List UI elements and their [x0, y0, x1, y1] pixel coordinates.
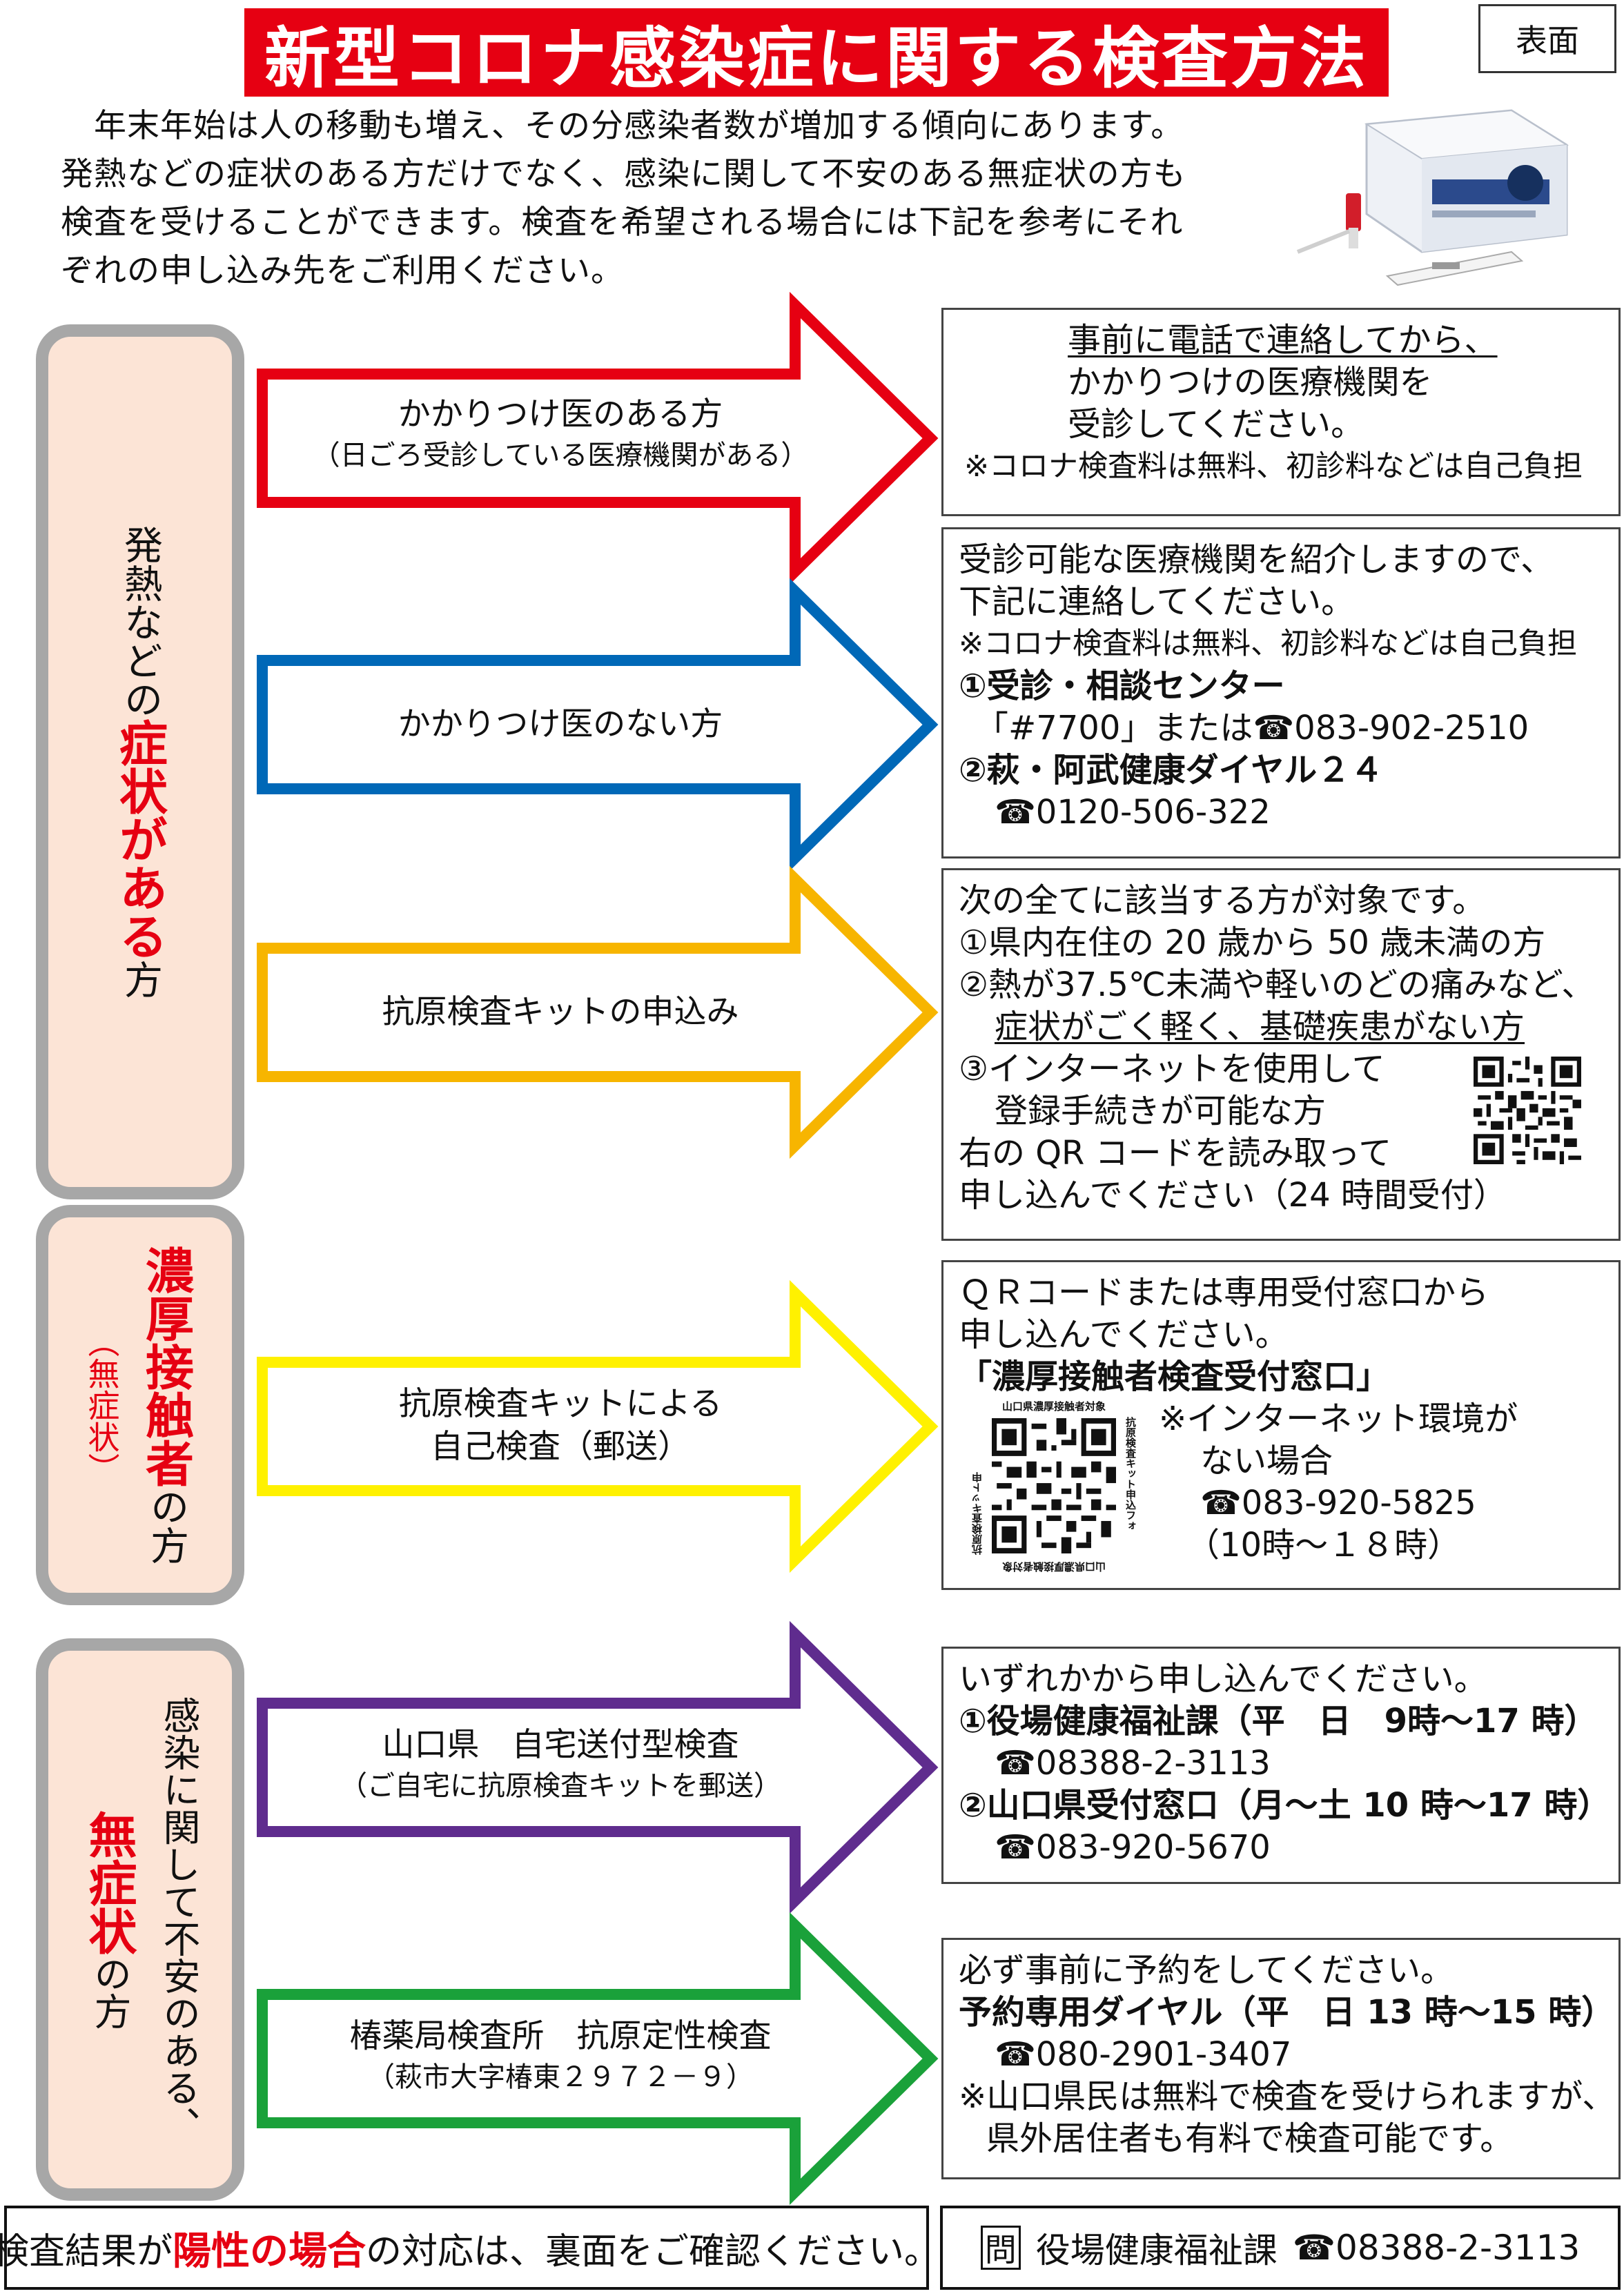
box-line: 県外居住者も有料で検査可能です。 [986, 2119, 1514, 2158]
notice-highlight: 陽性の場合 [173, 2228, 366, 2274]
arrow-shape [257, 1912, 939, 2206]
box-line: 症状がごく軽く、基礎疾患がない方 [995, 1008, 1525, 1046]
contact-phone: ☎083-920-5670 [995, 1828, 1271, 1867]
info-box-pharmacy: 必ず事前に予約をしてください。 予約専用ダイヤル（平 日 13 時～15 時） … [941, 1938, 1621, 2179]
notice-text: の対応は、裏面をご確認ください。 [366, 2230, 941, 2273]
intro-line: 年末年始は人の移動も増え、その分感染者数が増加する傾向にあります。 [94, 107, 1184, 145]
page-title-banner: 新型コロナ感染症に関する検査方法 [244, 8, 1389, 97]
box-line: ☎083-920-5825 [1200, 1484, 1476, 1522]
box-line: 事前に電話で連絡してから、 [1068, 321, 1498, 360]
page-title: 新型コロナ感染症に関する検査方法 [264, 19, 1369, 97]
category-highlight: 濃厚接触者 [137, 1246, 195, 1487]
arrow-label: 椿薬局検査所 抗原定性検査 [349, 2017, 772, 2055]
arrow-label: かかりつけ医のない方 [398, 705, 723, 743]
intro-line: ぞれの申し込み先をご利用ください。 [61, 252, 624, 290]
category-text: 発熱などの [117, 525, 163, 718]
contact-name: ②山口県受付窓口（月～土 10 時～17 時） [959, 1786, 1611, 1825]
contact-phone: ☎08388-2-3113 [995, 1744, 1271, 1783]
box-line: 下記に連絡してください。 [959, 582, 1355, 621]
category-highlight: 症状がある [111, 718, 168, 960]
box-line: ③インターネットを使用して [959, 1050, 1385, 1088]
category-text: の方 [88, 1954, 131, 2030]
qr-caption-right: 抗原検査キット申込フォ [1124, 1417, 1137, 1531]
arrow-sublabel: （萩市大字椿東２９７２－９） [367, 2061, 754, 2093]
category-asymptomatic-anxious: 感染に関して不安のある、 無症状の方 [36, 1638, 244, 2201]
box-line: ①県内在住の 20 歳から 50 歳未満の方 [959, 923, 1546, 962]
intro-line: 発熱などの症状のある方だけでなく、感染に関して不安のある無症状の方も [61, 155, 1186, 193]
side-label: 表面 [1478, 4, 1616, 73]
box-line: ＱＲコードまたは専用受付窓口から [959, 1273, 1489, 1312]
category-text: 方 [117, 960, 163, 999]
box-line: ない場合 [1200, 1442, 1333, 1480]
box-line: 登録手続きが可能な方 [995, 1092, 1327, 1130]
contact-name: ①役場健康福祉課（平 日 9時～17 時） [959, 1702, 1598, 1740]
box-line: 必ず事前に予約をしてください。 [959, 1951, 1454, 1990]
box-line: ②熱が37.5℃未満や軽いのどの痛みなど、 [959, 965, 1595, 1004]
arrow-shape [257, 578, 939, 872]
category-symptomatic: 発熱などの症状がある方 [36, 324, 244, 1199]
arrow-self-test-mail: 抗原検査キットによる 自己検査（郵送） [257, 1279, 939, 1573]
arrow-shape [257, 865, 939, 1159]
info-box-antigen-kit: 次の全てに該当する方が対象です。 ①県内在住の 20 歳から 50 歳未満の方 … [941, 868, 1621, 1241]
intro-text: 年末年始は人の移動も増え、その分感染者数が増加する傾向にあります。 発熱などの症… [61, 102, 1262, 295]
contact-footer: 問 役場健康福祉課 ☎08388-2-3113 [940, 2206, 1621, 2290]
box-line: ※インターネット環境が [1159, 1400, 1518, 1438]
arrow-sublabel: （ご自宅に抗原検査キットを郵送） [340, 1770, 781, 1802]
contact-phone: ☎0120-506-322 [995, 793, 1271, 832]
box-note: ※コロナ検査料は無料、初診料などは自己負担 [959, 627, 1578, 661]
positive-result-notice: 検査結果が陽性の場合の対応は、裏面をご確認ください。 [0, 2206, 940, 2290]
test-kit-image [1296, 109, 1569, 286]
arrow-label: 抗原検査キットによる [398, 1385, 723, 1423]
qr-caption-left: 抗原検査キット申 [971, 1472, 984, 1555]
category-highlight: 無症状 [81, 1809, 137, 1955]
contact-name: ②萩・阿武健康ダイヤル２４ [959, 751, 1384, 789]
footer-phone: ☎08388-2-3113 [1292, 2228, 1581, 2268]
footer-dept: 役場健康福祉課 [1035, 2230, 1278, 2270]
contact-phone: ☎080-2901-3407 [995, 2035, 1292, 2074]
arrow-shape [257, 1620, 939, 1914]
box-line: 受診してください。 [1068, 405, 1364, 444]
box-line: 「濃厚接触者検査受付窓口」 [959, 1357, 1390, 1396]
category-close-contact: 濃厚接触者の方 （無症状） [36, 1205, 244, 1605]
box-line: 右の QR コードを読み取って [959, 1134, 1392, 1172]
contact-name: ①受診・相談センター [959, 667, 1285, 705]
box-line: ※山口県民は無料で検査を受けられますが、 [959, 2077, 1616, 2116]
contact-phone: 「#7700」または☎083-902-2510 [975, 709, 1529, 747]
arrow-without-doctor: かかりつけ医のない方 [257, 578, 939, 872]
arrow-label: 山口県 自宅送付型検査 [382, 1726, 739, 1764]
box-line: （10時～１８時） [1186, 1526, 1461, 1564]
inquiry-mark: 問 [980, 2226, 1021, 2270]
arrow-antigen-kit-apply: 抗原検査キットの申込み [257, 865, 939, 1159]
arrow-shape [257, 291, 939, 585]
info-box-home-delivery: いずれかから申し込んでください。 ①役場健康福祉課（平 日 9時～17 時） ☎… [941, 1647, 1621, 1884]
qr-caption-bottom: 山口県濃厚接触者対象 [1002, 1560, 1106, 1573]
qr-code-close-contact[interactable]: 山口県濃厚接触者対象 抗原検査キット申 抗原検査キット申込フォ 山口県濃厚接触者… [971, 1400, 1137, 1573]
info-box-without-doctor: 受診可能な医療機関を紹介しますので、 下記に連絡してください。 ※コロナ検査料は… [941, 527, 1621, 858]
arrow-home-delivery-test: 山口県 自宅送付型検査 （ご自宅に抗原検査キットを郵送） [257, 1620, 939, 1914]
arrow-with-doctor: かかりつけ医のある方 （日ごろ受診している医療機関がある） [257, 291, 939, 585]
qr-caption-top: 山口県濃厚接触者対象 [1001, 1400, 1106, 1413]
category-paren: （無症状） [83, 1326, 121, 1484]
arrow-sublabel: （日ごろ受診している医療機関がある） [312, 440, 809, 471]
notice-text: 検査結果が [0, 2230, 173, 2273]
arrow-shape [257, 1279, 939, 1573]
box-line: いずれかから申し込んでください。 [959, 1660, 1487, 1698]
qr-code-antigen-kit[interactable] [1474, 1057, 1581, 1164]
box-line: 受診可能な医療機関を紹介しますので、 [959, 540, 1554, 579]
box-line: 申し込んでください。 [959, 1315, 1289, 1354]
intro-line: 検査を受けることができます。検査を希望される場合には下記を参考にそれ [61, 204, 1184, 242]
contact-name: 予約専用ダイヤル（平 日 13 時～15 時） [959, 1993, 1615, 2032]
info-box-close-contact: ＱＲコードまたは専用受付窓口から 申し込んでください。 「濃厚接触者検査受付窓口… [941, 1260, 1621, 1590]
box-line: かかりつけの医療機関を [1068, 363, 1433, 402]
arrow-label: かかりつけ医のある方 [398, 395, 723, 433]
arrow-label: 自己検査（郵送） [431, 1428, 690, 1466]
box-line: 次の全てに該当する方が対象です。 [959, 881, 1486, 920]
category-text: の方 [144, 1487, 189, 1564]
box-note: ※コロナ検査料は無料、初診料などは自己負担 [964, 449, 1583, 484]
arrow-label: 抗原検査キットの申込み [382, 993, 739, 1031]
box-line: 申し込んでください（24 時間受付） [959, 1176, 1507, 1215]
info-box-with-doctor: 事前に電話で連絡してから、 かかりつけの医療機関を 受診してください。 ※コロナ… [941, 308, 1621, 516]
category-text: 感染に関して不安のある、 [157, 1696, 200, 2143]
arrow-pharmacy-test: 椿薬局検査所 抗原定性検査 （萩市大字椿東２９７２－９） [257, 1912, 939, 2206]
